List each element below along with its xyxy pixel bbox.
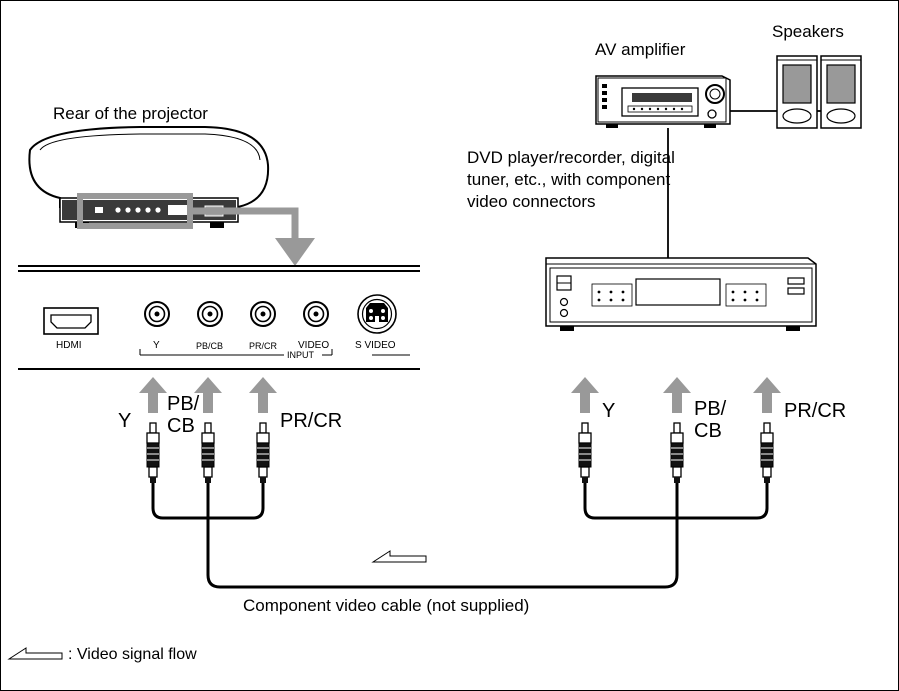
rca-plugs: [146, 422, 774, 484]
y-jack: [144, 301, 170, 327]
plug-left-pr: [256, 422, 270, 484]
plug-left-y: [146, 422, 160, 484]
pb-cb-port-label: PB/CB: [196, 341, 224, 351]
s-video-jack: [357, 294, 397, 334]
plug-left-pb: [201, 422, 215, 484]
pr-cr-port-label: PR/CR: [249, 341, 278, 351]
s-video-port-label: S VIDEO: [355, 340, 396, 351]
dvd-description-label: DVD player/recorder, digital tuner, etc.…: [467, 148, 675, 211]
arrow-right-pb: [663, 377, 691, 413]
pb-cb-jack: [197, 301, 223, 327]
arrow-right-y: [571, 377, 599, 413]
arrow-left-y: [139, 377, 167, 413]
y-port-label: Y: [153, 340, 160, 351]
arrow-left-pr: [249, 377, 277, 413]
signal-arrows: [139, 377, 781, 413]
speakers-illustration: [730, 55, 862, 129]
av-amplifier-label: AV amplifier: [595, 40, 686, 59]
right-pb-label: PB/: [694, 398, 727, 420]
cable-caption: Component video cable (not supplied): [243, 596, 530, 615]
legend-label: : Video signal flow: [68, 646, 197, 663]
left-y-label: Y: [118, 410, 132, 432]
video-jack: [303, 301, 329, 327]
dvd-player-illustration: [545, 257, 817, 331]
right-y-label: Y: [602, 400, 616, 422]
video-port-label: VIDEO: [298, 340, 330, 351]
input-panel: [18, 265, 420, 370]
plug-right-pb: [670, 422, 684, 484]
av-amplifier-illustration: [595, 75, 731, 128]
right-pr-cr-label: PR/CR: [784, 400, 847, 422]
input-group-label: INPUT: [287, 350, 314, 360]
legend-arrow-icon: [7, 647, 63, 660]
speakers-label: Speakers: [772, 22, 844, 41]
plug-right-y: [578, 422, 592, 484]
projector-illustration: [28, 126, 315, 266]
hdmi-port-label: HDMI: [56, 340, 82, 351]
left-pr-cr-label: PR/CR: [280, 410, 343, 432]
left-cb-label: CB: [167, 415, 195, 437]
component-cables: [151, 483, 769, 589]
arrow-right-pr: [753, 377, 781, 413]
pr-cr-jack: [250, 301, 276, 327]
right-cb-label: CB: [694, 420, 722, 442]
signal-flow-indicator: [371, 550, 427, 563]
left-pb-label: PB/: [167, 393, 200, 415]
plug-right-pr: [760, 422, 774, 484]
hdmi-port: [43, 307, 99, 335]
rear-of-projector-label: Rear of the projector: [53, 104, 208, 123]
